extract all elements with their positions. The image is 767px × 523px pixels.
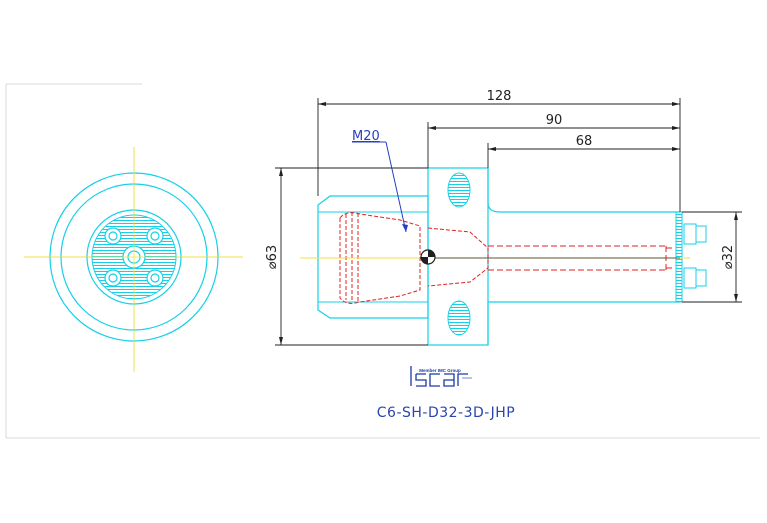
side-view: [300, 167, 707, 346]
slot-upper: [447, 172, 471, 208]
iscar-logo: Member IMC Group: [410, 366, 472, 387]
part-number: C6-SH-D32-3D-JHP: [377, 405, 515, 421]
dim-length-68: 68: [576, 134, 593, 149]
thread-leader: [385, 141, 407, 233]
shank-end: [675, 211, 683, 303]
logo-tagline: Member IMC Group: [419, 368, 461, 373]
coolant-plug: [683, 223, 697, 245]
dimensions: [275, 98, 742, 346]
internal-bore: [427, 227, 489, 287]
sheet-frame: [5, 83, 760, 439]
thread-label: M20: [352, 129, 380, 144]
dim-overall-length: 128: [487, 89, 512, 104]
front-view: [24, 147, 243, 372]
coolant-plug-cap: [695, 269, 707, 287]
coolant-plug: [683, 267, 697, 289]
bolt-hole-inner: [150, 273, 160, 283]
slot-lower: [447, 300, 471, 336]
dimension-arrows: [279, 102, 738, 345]
coolant-plug-cap: [695, 225, 707, 243]
dim-flange-diameter: ⌀63: [265, 245, 280, 269]
logo-lettering: [410, 366, 472, 387]
shank-upper-edge: [487, 168, 680, 213]
bolt-hole-inner: [108, 231, 118, 241]
dim-shank-diameter: ⌀32: [721, 245, 736, 269]
bolt-hole-inner: [108, 273, 118, 283]
bolt-hole-inner: [150, 231, 160, 241]
dim-length-90: 90: [546, 113, 563, 128]
